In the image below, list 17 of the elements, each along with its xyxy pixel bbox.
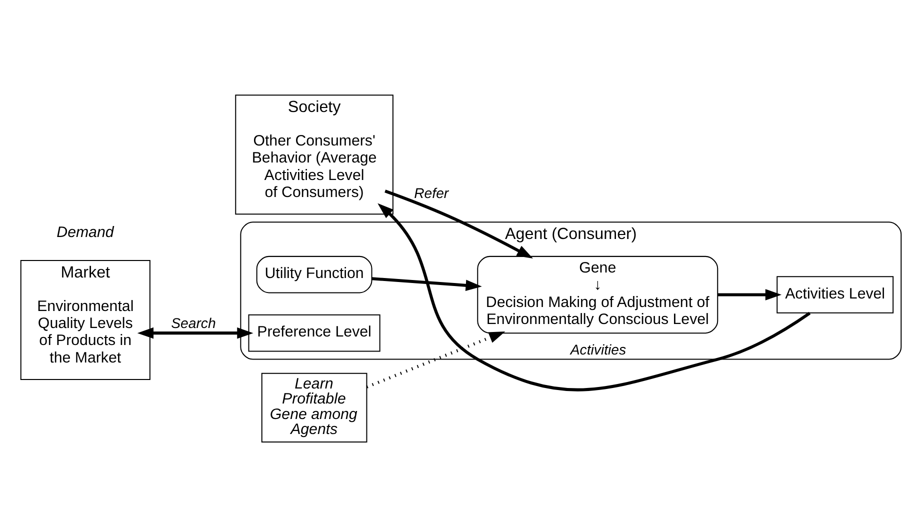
arrow — [137, 326, 254, 338]
node-box: Learn Profitable Gene among Agents — [261, 372, 368, 442]
node-box: Gene ↓ Decision Making of Adjustment of Environmentally Conscious Level — [477, 255, 718, 334]
arrow — [366, 330, 506, 388]
edge-label: Search — [171, 314, 216, 331]
node-box: Utility Function — [256, 255, 372, 293]
node-box: Preference Level — [248, 314, 380, 352]
label: Demand — [56, 223, 114, 240]
node-text: Other Consumers' Behavior (Average Activities Level of Consumers) — [252, 132, 377, 200]
node-text: Environmental Quality Levels of Products in the Market — [37, 297, 134, 366]
edge-label: Activities — [570, 340, 626, 357]
arrow — [384, 189, 533, 258]
edge-label: Refer — [414, 184, 449, 201]
arrow — [718, 288, 782, 300]
arrow — [378, 202, 811, 391]
node-box: Activities Level — [776, 276, 894, 313]
arrow — [372, 276, 482, 291]
